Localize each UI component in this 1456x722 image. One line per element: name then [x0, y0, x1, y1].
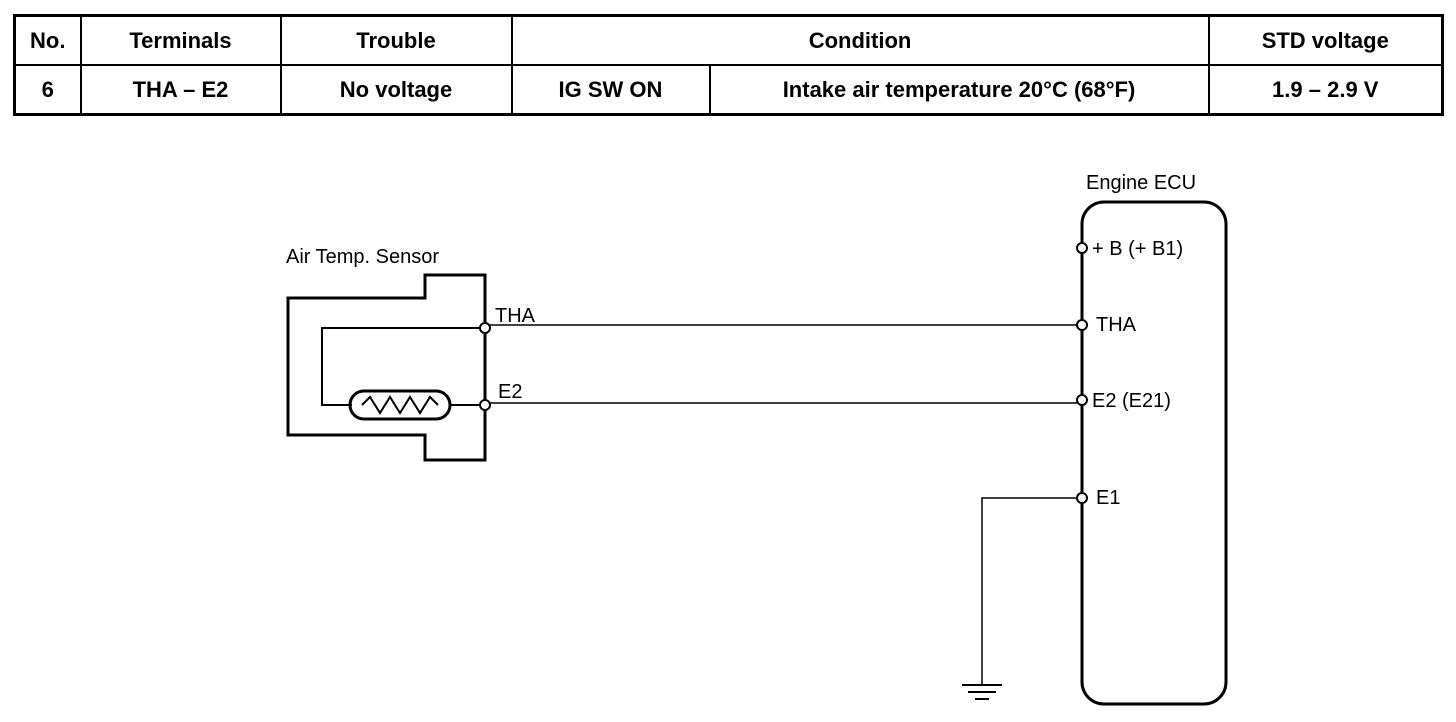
voltage-spec-table: No. Terminals Trouble Condition STD volt… — [13, 14, 1445, 116]
header-no: No. — [13, 14, 82, 66]
ecu-pin-b-label: + B (+ B1) — [1092, 238, 1183, 260]
ecu-b-terminal — [1076, 242, 1088, 254]
ecu-e2-terminal — [1076, 394, 1088, 406]
header-trouble: Trouble — [279, 14, 513, 66]
header-condition: Condition — [510, 14, 1210, 66]
ecu-tha-terminal — [1076, 319, 1088, 331]
ecu-box — [1080, 200, 1228, 706]
header-terminals: Terminals — [79, 14, 282, 66]
sensor-e2-label: E2 — [498, 381, 522, 403]
table-row: 6 THA – E2 No voltage IG SW ON Intake ai… — [13, 64, 1444, 116]
cell-condition-detail: Intake air temperature 20°C (68°F) — [708, 64, 1210, 116]
cell-terminals: THA – E2 — [79, 64, 282, 116]
ecu-pin-e2-label: E2 (E21) — [1092, 390, 1171, 412]
sensor-internal-wire — [321, 327, 485, 406]
ecu-label: Engine ECU — [1086, 172, 1196, 194]
sensor-tha-terminal — [479, 322, 491, 334]
sensor-housing — [286, 273, 487, 462]
cell-no: 6 — [13, 64, 82, 116]
ecu-pin-e1-label: E1 — [1096, 487, 1120, 509]
cell-trouble: No voltage — [279, 64, 513, 116]
ecu-e1-terminal — [1076, 492, 1088, 504]
ecu-pin-tha-label: THA — [1096, 314, 1137, 336]
thermistor-body — [348, 389, 452, 421]
sensor-e2-terminal — [479, 399, 491, 411]
cell-condition-switch: IG SW ON — [510, 64, 711, 116]
sensor-label: Air Temp. Sensor — [286, 246, 439, 268]
ground-icon — [962, 684, 1002, 700]
wire-e1-ground — [981, 497, 1077, 684]
thermistor-resistor-icon — [361, 395, 439, 415]
table-header-row: No. Terminals Trouble Condition STD volt… — [13, 14, 1444, 66]
cell-std-voltage: 1.9 – 2.9 V — [1207, 64, 1444, 116]
sensor-tha-label: THA — [495, 305, 536, 327]
header-std-voltage: STD voltage — [1207, 14, 1444, 66]
